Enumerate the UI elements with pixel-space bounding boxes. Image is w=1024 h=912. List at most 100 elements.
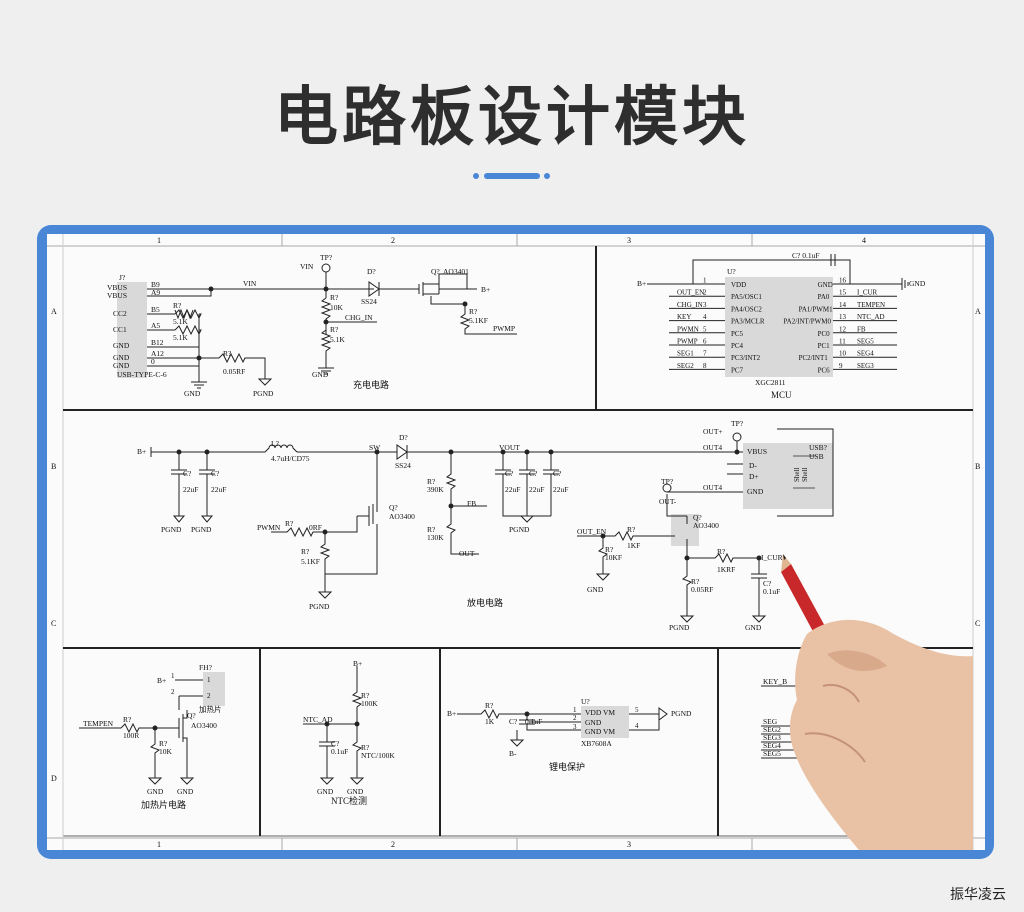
svg-text:GND: GND xyxy=(587,585,604,594)
mcu-left-num: 3 xyxy=(703,301,707,309)
section-label-mcu: MCU xyxy=(771,390,792,400)
svg-text:FH?: FH? xyxy=(199,663,213,672)
row-label-a-right: A xyxy=(975,307,981,316)
mcu-right-num: 14 xyxy=(839,301,847,309)
mcu-right-net: TEMPEN xyxy=(857,301,885,309)
svg-text:22uF: 22uF xyxy=(183,485,198,494)
mcu-left-net: SEG1 xyxy=(677,350,694,358)
svg-text:SEG2: SEG2 xyxy=(763,725,781,734)
mcu-left-num: 4 xyxy=(703,313,707,321)
svg-text:D?: D? xyxy=(399,433,408,442)
mcu-block xyxy=(647,254,909,377)
svg-text:VBUS: VBUS xyxy=(107,291,127,300)
svg-text:GND: GND xyxy=(745,623,762,632)
mcu-part: XGC2811 xyxy=(755,378,786,387)
svg-text:PGND: PGND xyxy=(671,709,692,718)
svg-text:B+: B+ xyxy=(353,659,362,668)
mcu-left-num: 8 xyxy=(703,362,707,370)
svg-text:PWMP: PWMP xyxy=(493,324,515,333)
svg-text:PGND: PGND xyxy=(191,525,212,534)
svg-text:OUT4: OUT4 xyxy=(703,483,722,492)
discharge-circuit xyxy=(150,428,834,623)
mcu-right-net: FB xyxy=(857,325,866,333)
row-label-a: A xyxy=(51,307,57,316)
svg-text:0.05RF: 0.05RF xyxy=(691,585,713,594)
svg-text:OUT-: OUT- xyxy=(459,549,477,558)
svg-text:PGND: PGND xyxy=(509,525,530,534)
mcu-cap: C? 0.1uF xyxy=(792,251,820,260)
schematic-sheet: 1 2 3 4 1 2 3 A B C D A B C xyxy=(47,234,985,850)
svg-text:1: 1 xyxy=(207,676,211,684)
svg-text:SEG3: SEG3 xyxy=(763,733,781,742)
svg-text:Shell: Shell xyxy=(793,468,801,482)
svg-text:OUT_EN: OUT_EN xyxy=(577,527,607,536)
mcu-left-net: SEG2 xyxy=(677,362,694,370)
mcu-right-num: 11 xyxy=(839,338,846,346)
svg-text:Q?: Q? xyxy=(431,267,440,276)
svg-text:GND: GND xyxy=(585,718,602,727)
svg-text:5.1K: 5.1K xyxy=(173,317,188,326)
mcu-right-pin: GND xyxy=(818,281,833,289)
svg-text:130K: 130K xyxy=(427,533,444,542)
svg-text:R?: R? xyxy=(123,715,132,724)
svg-text:USB: USB xyxy=(809,452,824,461)
svg-text:U?: U? xyxy=(581,697,590,706)
mcu-right-net: SEG5 xyxy=(857,338,874,346)
mcu-right-net: SEG3 xyxy=(857,362,874,370)
charge-conn-ref: J? xyxy=(119,273,126,282)
svg-text:VBUS: VBUS xyxy=(747,447,767,456)
svg-text:VOUT: VOUT xyxy=(499,443,520,452)
svg-text:B5: B5 xyxy=(151,305,160,314)
row-label-c: C xyxy=(51,619,56,628)
mcu-ref: U? xyxy=(727,267,736,276)
col-label-2-bottom: 2 xyxy=(391,840,395,849)
svg-text:Q?: Q? xyxy=(187,711,196,720)
col-label-1-bottom: 1 xyxy=(157,840,161,849)
charge-conn-name: USB-TYPE-C-6 xyxy=(117,370,167,379)
row-label-d: D xyxy=(51,774,57,783)
section-label-heater: 加热片电路 xyxy=(141,799,186,810)
section-label-discharge: 放电电路 xyxy=(467,597,503,608)
svg-text:AO3400: AO3400 xyxy=(693,521,719,530)
divider-bar xyxy=(484,173,540,179)
svg-text:PWMN: PWMN xyxy=(257,523,281,532)
svg-text:A5: A5 xyxy=(151,321,160,330)
svg-text:GND: GND xyxy=(347,787,364,796)
svg-text:R?: R? xyxy=(717,547,726,556)
svg-text:1K: 1K xyxy=(485,717,495,726)
svg-text:R?: R? xyxy=(361,691,370,700)
svg-text:R?: R? xyxy=(173,301,182,310)
svg-text:0RF: 0RF xyxy=(309,523,322,532)
svg-text:5.1K: 5.1K xyxy=(173,333,188,342)
mcu-right-num: 10 xyxy=(839,350,847,358)
svg-text:R?: R? xyxy=(223,349,232,358)
section-label-battery: 锂电保护 xyxy=(549,761,585,772)
mcu-left-net: PWMN xyxy=(677,325,699,333)
svg-text:B-: B- xyxy=(509,749,517,758)
mcu-left-net: OUT_EN xyxy=(677,289,704,297)
col-label-3: 3 xyxy=(627,236,631,245)
svg-text:CC1: CC1 xyxy=(113,325,127,334)
svg-text:A9: A9 xyxy=(151,288,160,297)
svg-text:D-: D- xyxy=(749,461,757,470)
col-label-3-bottom: 3 xyxy=(627,840,631,849)
svg-text:R?: R? xyxy=(485,701,494,710)
svg-text:R?: R? xyxy=(605,545,614,554)
svg-text:1: 1 xyxy=(171,672,175,680)
svg-text:GND: GND xyxy=(113,353,130,362)
svg-text:R?: R? xyxy=(427,525,436,534)
col-label-2: 2 xyxy=(391,236,395,245)
svg-text:C?: C? xyxy=(553,469,562,478)
svg-text:GND: GND xyxy=(747,487,764,496)
svg-text:SW: SW xyxy=(369,443,381,452)
svg-text:B+: B+ xyxy=(481,285,490,294)
svg-text:TP?: TP? xyxy=(320,253,333,262)
svg-text:PGND: PGND xyxy=(309,602,330,611)
svg-text:100K: 100K xyxy=(361,699,378,708)
mcu-left-pin: PA3/MCLR xyxy=(731,318,765,326)
svg-text:VBUS: VBUS xyxy=(107,283,127,292)
svg-text:3: 3 xyxy=(573,723,577,731)
svg-text:Q?: Q? xyxy=(693,513,702,522)
mcu-left-pin: PC3/INT2 xyxy=(731,354,761,362)
svg-text:1: 1 xyxy=(573,706,577,714)
